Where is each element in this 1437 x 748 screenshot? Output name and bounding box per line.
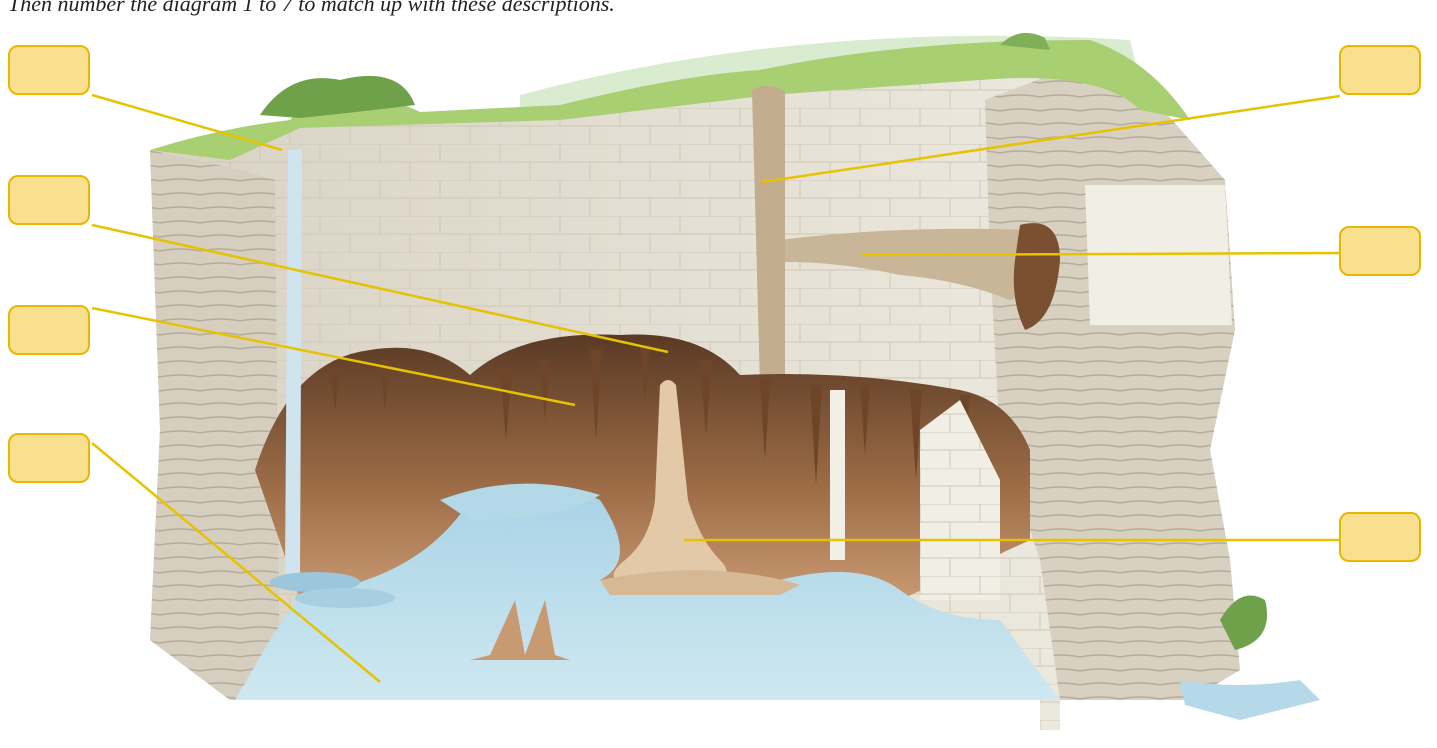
label-box-5[interactable] [1339, 45, 1421, 95]
label-box-1[interactable] [8, 45, 90, 95]
label-box-3[interactable] [8, 305, 90, 355]
outflow-stream [1180, 680, 1320, 720]
label-box-6[interactable] [1339, 226, 1421, 276]
label-box-2[interactable] [8, 175, 90, 225]
label-box-4[interactable] [8, 433, 90, 483]
label-box-7[interactable] [1339, 512, 1421, 562]
